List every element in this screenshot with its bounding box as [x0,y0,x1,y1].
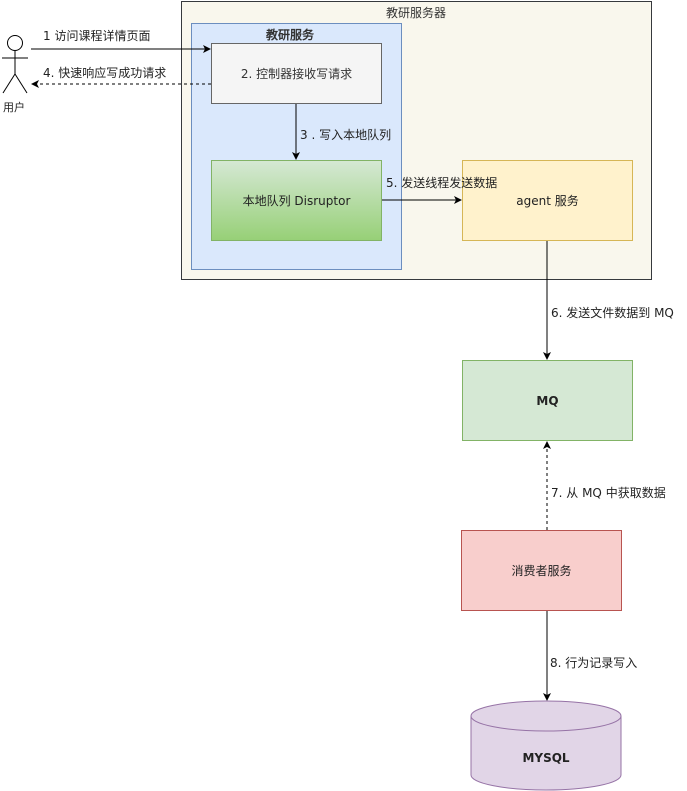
user-actor-label: 用户 [3,101,25,114]
edge-1-label: 1 访问课程详情页面 [43,29,151,43]
edge-3-label: 3 . 写入本地队列 [300,128,392,142]
user-actor-icon [2,35,28,94]
mysql-cylinder-shape [470,700,622,791]
teaching-service-title: 教研服务 [266,28,315,42]
agent-service-node[interactable]: agent 服务 [462,160,633,241]
mq-node[interactable]: MQ [462,360,633,441]
controller-node[interactable]: 2. 控制器接收写请求 [211,43,382,104]
edge-4-label: 4. 快速响应写成功请求 [43,66,167,80]
edge-7-label: 7. 从 MQ 中获取数据 [551,486,666,500]
mysql-node-label[interactable]: MYSQL [522,751,570,765]
edge-6-label: 6. 发送文件数据到 MQ [551,306,674,320]
edge-8-label: 8. 行为记录写入 [550,656,638,670]
edge-5-label: 5. 发送线程发送数据 [386,176,498,190]
consumer-service-node[interactable]: 消费者服务 [461,530,622,611]
teaching-server-title: 教研服务器 [386,6,447,20]
local-queue-node[interactable]: 本地队列 Disruptor [211,160,382,241]
